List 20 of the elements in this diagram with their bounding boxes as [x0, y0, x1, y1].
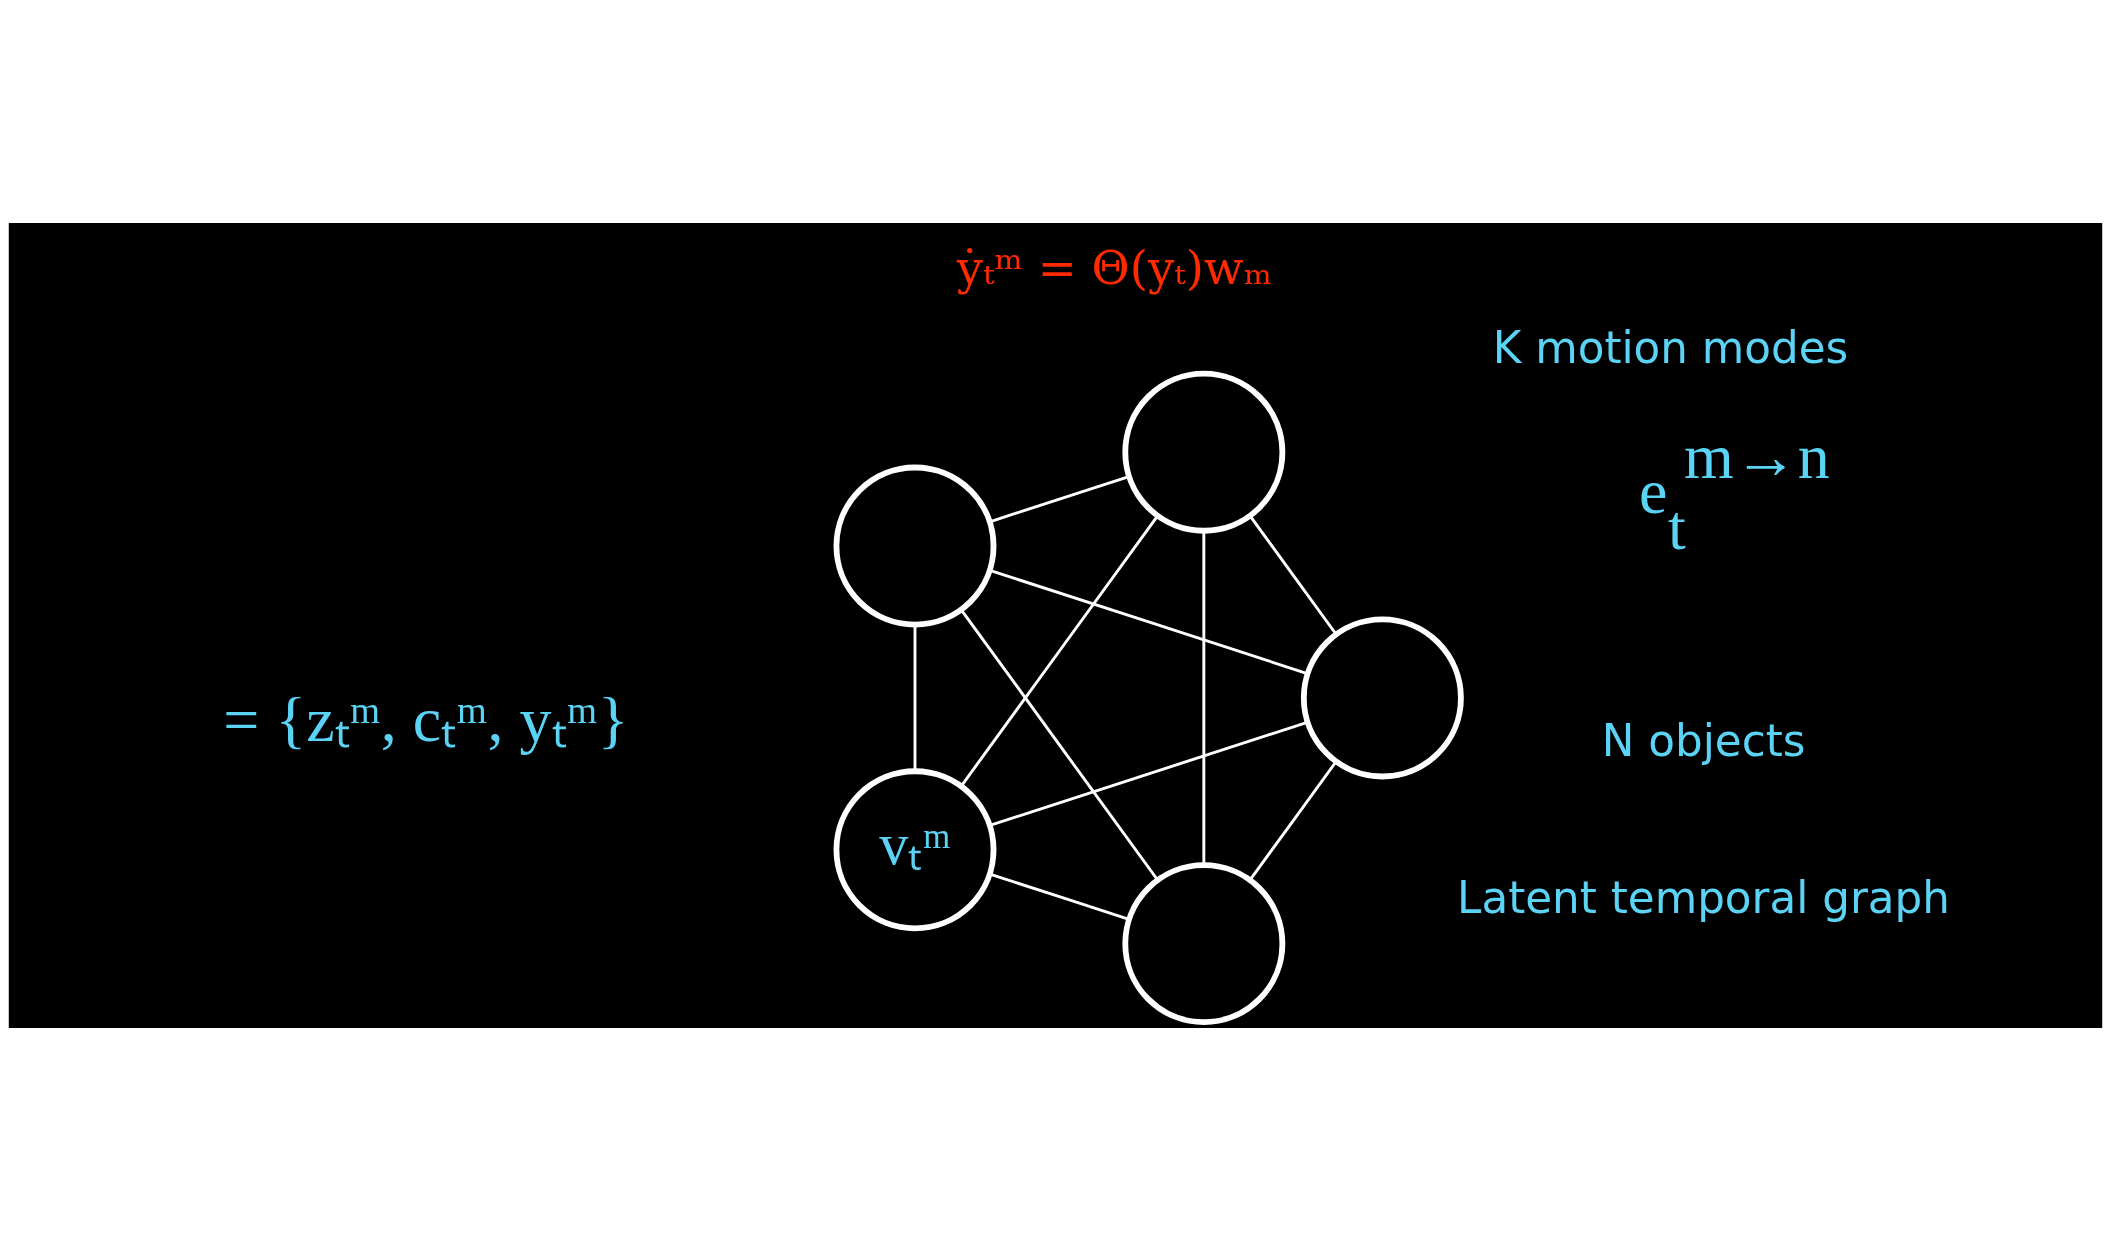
- label: Latent temporal graph: [1457, 873, 1950, 924]
- connector: [913, 624, 917, 771]
- node-circle: [833, 464, 997, 628]
- node-circle: [1300, 616, 1464, 780]
- connector: [1248, 514, 1338, 635]
- connector: [960, 608, 1159, 881]
- connector: [989, 872, 1130, 921]
- connector: [989, 569, 1308, 675]
- connector: [989, 475, 1130, 524]
- node-circle: vₜᵐ: [833, 768, 997, 932]
- connector: [960, 515, 1159, 787]
- connector: [1249, 760, 1338, 881]
- label: ẏₜᵐ = Θ(yₜ)wₘ: [956, 241, 1273, 296]
- node-label: = {zₜᵐ, cₜᵐ, yₜᵐ}: [223, 683, 629, 755]
- node-circle: [1122, 862, 1286, 1026]
- label: N objects: [1601, 716, 1806, 767]
- connector: [989, 720, 1308, 827]
- label: K motion modes: [1492, 323, 1849, 374]
- connector: [1202, 530, 1206, 865]
- node-circle: [1122, 370, 1286, 534]
